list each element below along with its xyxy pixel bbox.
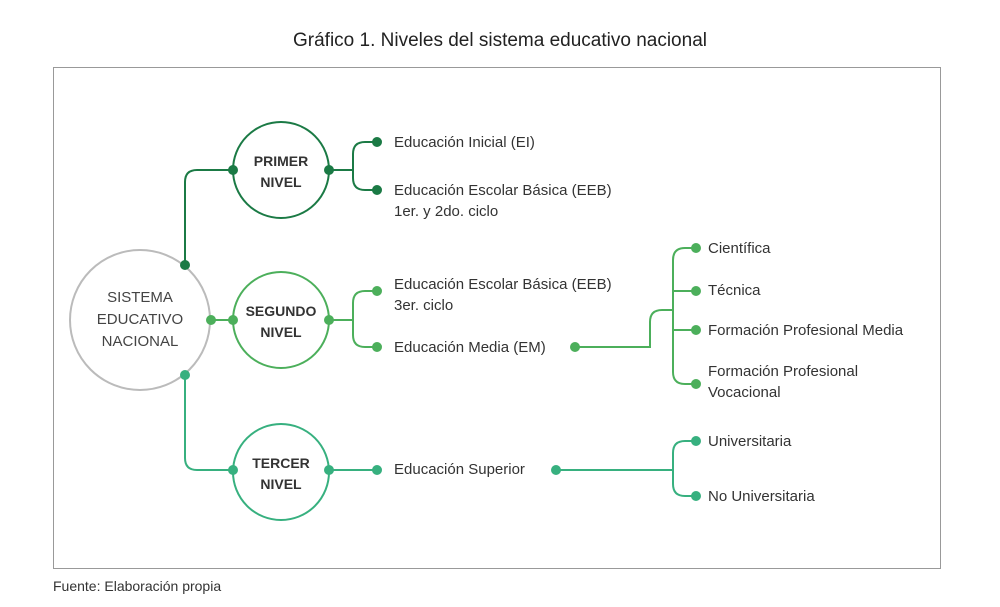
sub-tecnica: Técnica	[708, 282, 761, 299]
segundo-dots	[206, 243, 701, 389]
tercer-connectors	[184, 375, 696, 497]
sub-universitaria: Universitaria	[708, 433, 792, 450]
tercer-dots	[180, 370, 701, 501]
diagram-title: Gráfico 1. Niveles del sistema educativo…	[293, 30, 707, 51]
center-label: EDUCATIVO	[97, 311, 183, 328]
sub-cientifica: Científica	[708, 240, 771, 257]
sub-fp-vocacional: Vocacional	[708, 384, 781, 401]
item-eeb-1-sub: 1er. y 2do. ciclo	[394, 203, 498, 220]
source-note: Fuente: Elaboración propia	[53, 578, 222, 594]
diagram-frame	[53, 67, 941, 569]
item-eeb-1: Educación Escolar Básica (EEB)	[394, 182, 612, 199]
item-ei: Educación Inicial (EI)	[394, 134, 535, 151]
item-superior: Educación Superior	[394, 461, 525, 478]
item-eeb-3: Educación Escolar Básica (EEB)	[394, 276, 612, 293]
segundo-label: NIVEL	[260, 324, 302, 340]
sub-fp-media: Formación Profesional Media	[708, 322, 904, 339]
item-eeb-3-sub: 3er. ciclo	[394, 297, 453, 314]
center-label: NACIONAL	[102, 333, 179, 350]
segundo-label: SEGUNDO	[246, 303, 317, 319]
segundo-nivel-node	[232, 271, 330, 369]
sub-no-universitaria: No Universitaria	[708, 488, 815, 505]
sub-fp-vocacional: Formación Profesional	[708, 363, 858, 380]
primer-dots	[180, 137, 382, 270]
tercer-label: NIVEL	[260, 476, 302, 492]
center-label: SISTEMA	[107, 289, 173, 306]
item-em: Educación Media (EM)	[394, 339, 546, 356]
primer-label: PRIMER	[254, 153, 308, 169]
primer-label: NIVEL	[260, 174, 302, 190]
tercer-nivel-node	[232, 423, 330, 521]
tercer-label: TERCER	[252, 455, 310, 471]
primer-nivel-node	[232, 121, 330, 219]
